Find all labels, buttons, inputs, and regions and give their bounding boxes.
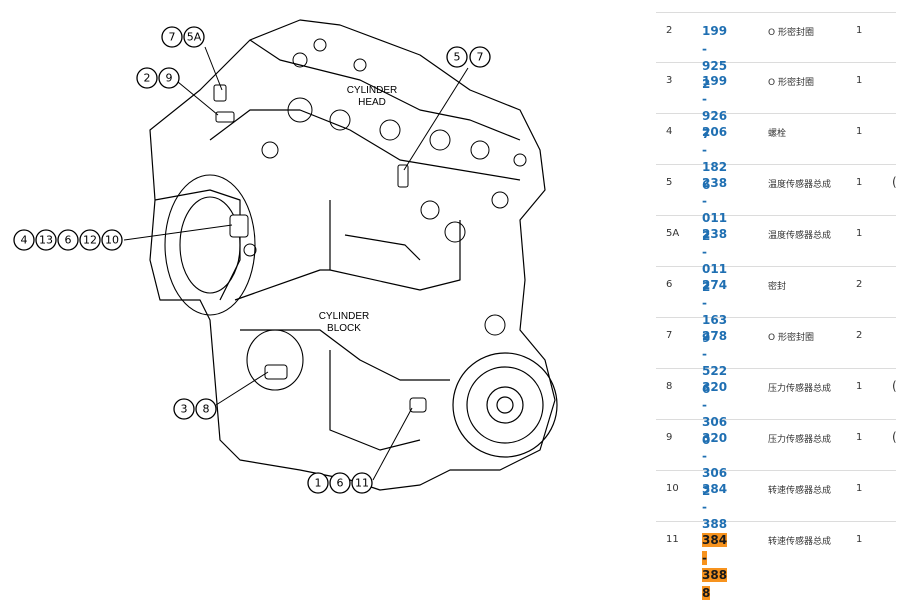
callout-5a[interactable]: 5A bbox=[187, 31, 202, 44]
callout-1[interactable]: 1 bbox=[315, 477, 322, 490]
table-row: 9 320-3062 压力传感器总成 1 ( bbox=[656, 420, 897, 498]
ref-number: 5A bbox=[666, 228, 680, 239]
engine-illustration: CYLINDER HEAD CYLINDER BLOCK 7 5A 2 9 5 … bbox=[13, 19, 558, 494]
part-quantity: 2 bbox=[856, 279, 863, 290]
part-number-link[interactable]: 320-3060 bbox=[702, 380, 728, 447]
part-note: ( bbox=[892, 430, 897, 444]
table-row-highlighted: 11 384-3888 转速传感器总成 1 bbox=[656, 522, 896, 600]
part-number-link[interactable]: 199-9267 bbox=[702, 74, 728, 141]
ref-number: 4 bbox=[666, 126, 673, 137]
table-row: 6 274-1639 密封 2 bbox=[656, 267, 896, 345]
callout-7b[interactable]: 7 bbox=[477, 51, 484, 64]
part-quantity: 1 bbox=[856, 228, 863, 239]
ref-number: 8 bbox=[666, 381, 673, 392]
part-quantity: 1 bbox=[856, 381, 863, 392]
callout-group-3-8[interactable]: 3 8 bbox=[173, 398, 217, 420]
callout-6b[interactable]: 6 bbox=[337, 477, 344, 490]
part-number-link[interactable]: 238-0112 bbox=[702, 176, 728, 243]
cylinder-block-label-line1: CYLINDER bbox=[319, 311, 370, 322]
callout-4[interactable]: 4 bbox=[21, 234, 28, 247]
part-note: ( bbox=[892, 379, 897, 393]
part-description: 压力传感器总成 bbox=[768, 435, 832, 445]
callout-group-1-6-11[interactable]: 1 6 11 bbox=[307, 472, 373, 494]
ref-number: 7 bbox=[666, 330, 673, 341]
parts-table: 2 199-9252 O 形密封圈 1 3 199-9267 O 形密封圈 1 … bbox=[656, 0, 897, 600]
part-description: 温度传感器总成 bbox=[768, 231, 832, 241]
cylinder-head-label-line2: HEAD bbox=[358, 97, 386, 108]
table-row: 8 320-3060 压力传感器总成 1 ( bbox=[656, 369, 897, 447]
ref-number: 2 bbox=[666, 25, 673, 36]
part-description: 转速传感器总成 bbox=[768, 537, 832, 547]
part-number-link[interactable]: 274-1639 bbox=[702, 278, 728, 345]
part-number-link[interactable]: 206-1826 bbox=[702, 125, 728, 192]
part-description: O 形密封圈 bbox=[768, 28, 814, 38]
part-quantity: 1 bbox=[856, 126, 863, 137]
callout-7[interactable]: 7 bbox=[169, 31, 176, 44]
table-row: 5A 238-0112 温度传感器总成 1 bbox=[656, 216, 896, 294]
callout-group-2-9[interactable]: 2 9 bbox=[136, 67, 180, 89]
ref-number: 3 bbox=[666, 75, 673, 86]
callout-group-7-5a[interactable]: 7 5A bbox=[161, 26, 205, 48]
part-description: 转速传感器总成 bbox=[768, 486, 832, 496]
part-quantity: 1 bbox=[856, 177, 863, 188]
callout-5[interactable]: 5 bbox=[454, 51, 461, 64]
table-row: 3 199-9267 O 形密封圈 1 bbox=[656, 63, 896, 141]
part-description: O 形密封圈 bbox=[768, 333, 814, 343]
part-quantity: 1 bbox=[856, 75, 863, 86]
ref-number: 10 bbox=[666, 483, 679, 494]
callout-11[interactable]: 11 bbox=[355, 477, 369, 490]
cylinder-head-label-line1: CYLINDER bbox=[347, 85, 398, 96]
part-number-link[interactable]: 278-5226 bbox=[702, 329, 728, 396]
part-quantity: 1 bbox=[856, 534, 863, 545]
table-row: 7 278-5226 O 形密封圈 2 bbox=[656, 318, 896, 396]
callout-group-5-7[interactable]: 5 7 bbox=[446, 46, 491, 68]
part-description: 螺栓 bbox=[768, 129, 787, 139]
part-description: 密封 bbox=[768, 282, 787, 292]
part-number-link[interactable]: 199-9252 bbox=[702, 24, 728, 91]
callout-10[interactable]: 10 bbox=[105, 234, 119, 247]
table-row: 5 238-0112 温度传感器总成 1 ( bbox=[656, 165, 897, 243]
part-note: ( bbox=[892, 175, 897, 189]
table-row: 2 199-9252 O 形密封圈 1 bbox=[656, 12, 896, 91]
part-description: 温度传感器总成 bbox=[768, 180, 832, 190]
part-quantity: 1 bbox=[856, 25, 863, 36]
engine-diagram: CYLINDER HEAD CYLINDER BLOCK 7 5A 2 9 5 … bbox=[13, 19, 558, 494]
part-number-link[interactable]: 238-0112 bbox=[702, 227, 728, 294]
part-description: O 形密封圈 bbox=[768, 78, 814, 88]
callout-2[interactable]: 2 bbox=[144, 72, 151, 85]
ref-number: 5 bbox=[666, 177, 673, 188]
callout-3[interactable]: 3 bbox=[181, 403, 188, 416]
table-row: 4 206-1826 螺栓 1 bbox=[656, 114, 896, 192]
callout-12[interactable]: 12 bbox=[83, 234, 97, 247]
callout-6[interactable]: 6 bbox=[65, 234, 72, 247]
cylinder-block-label-line2: BLOCK bbox=[327, 323, 361, 334]
ref-number: 11 bbox=[666, 534, 679, 545]
callout-9[interactable]: 9 bbox=[166, 72, 173, 85]
ref-number: 9 bbox=[666, 432, 673, 443]
part-number-link-highlighted[interactable]: 384-3888 bbox=[702, 533, 728, 600]
part-quantity: 2 bbox=[856, 330, 863, 341]
callout-group-4-13-6-12-10[interactable]: 4 13 6 12 10 bbox=[13, 229, 123, 251]
callout-8[interactable]: 8 bbox=[203, 403, 210, 416]
callout-13[interactable]: 13 bbox=[39, 234, 53, 247]
ref-number: 6 bbox=[666, 279, 673, 290]
part-number-link[interactable]: 320-3062 bbox=[702, 431, 728, 498]
table-row: 10 384-3887 转速传感器总成 1 bbox=[656, 471, 896, 549]
part-description: 压力传感器总成 bbox=[768, 384, 832, 394]
part-quantity: 1 bbox=[856, 483, 863, 494]
part-quantity: 1 bbox=[856, 432, 863, 443]
